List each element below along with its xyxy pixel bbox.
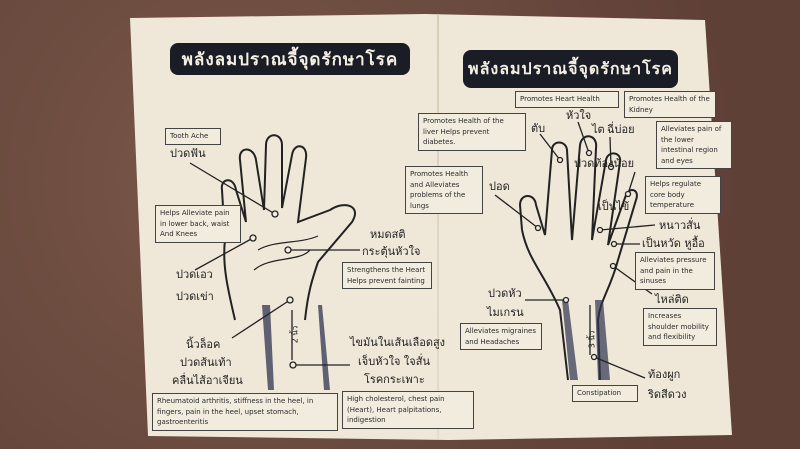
heart-strength-box: Strengthens the Heart Helps prevent fain… xyxy=(342,262,432,289)
kidney-box: Promotes Health of the Kidney xyxy=(624,91,716,118)
liver-box: Promotes Health of the liver Helps preve… xyxy=(418,113,526,151)
shoulder-box: Increases shoulder mobility and flexibil… xyxy=(643,308,717,346)
back-pain-box: Helps Alleviate pain in lower back, wais… xyxy=(155,205,241,243)
constipation-box: Constipation xyxy=(572,385,638,402)
tooth-ache-box: Tooth Ache xyxy=(165,128,221,145)
fever-thai-1: เป็นไข้ xyxy=(598,200,630,213)
right-measure-label: 3 นิ้ว xyxy=(587,330,597,349)
cholesterol-thai-2: เจ็บหัวใจ ใจสั่น xyxy=(358,355,430,368)
lungs-box: Promotes Health and Alleviates problems … xyxy=(405,166,483,214)
cholesterol-box: High cholesterol, chest pain (Heart), He… xyxy=(342,391,474,429)
temperature-box: Helps regulate core body temperature xyxy=(645,176,721,214)
arthritis-thai-3: คลื่นไส้อาเจียน xyxy=(172,374,243,387)
arthritis-thai-2: ปวดส้นเท้า xyxy=(180,356,232,369)
heart-thai: หัวใจ xyxy=(566,109,592,122)
faint-thai-1: หมดสติ xyxy=(370,228,406,241)
right-hand-back xyxy=(518,135,638,381)
pressure-point-arrows xyxy=(189,121,656,379)
cholesterol-thai-3: โรคกระเพาะ xyxy=(364,373,425,386)
urine-thai: ฉี่บ่อย xyxy=(607,123,635,136)
right-title-banner: พลังลมปราณจี้จุดรักษาโรค xyxy=(463,50,678,88)
lungs-thai: ปอด xyxy=(489,180,510,193)
faint-thai-2: กระตุ้นหัวใจ xyxy=(362,245,421,258)
intestine-box: Alleviates pain of the lower intestinal … xyxy=(656,121,732,169)
left-forearm xyxy=(262,305,330,390)
leaflet-fold xyxy=(437,14,439,439)
left-measure-label: 2 นิ้ว xyxy=(290,325,300,344)
constipation-thai-1: ท้องผูก xyxy=(648,368,681,381)
tooth-ache-thai: ปวดฟัน xyxy=(170,147,206,160)
kidney-thai: ไต xyxy=(592,123,605,136)
back-pain-thai-2: ปวดเข่า xyxy=(176,290,214,303)
arthritis-box: Rheumatoid arthritis, stiffness in the h… xyxy=(152,393,338,431)
abdomen-thai: ปวดท้องน้อย xyxy=(574,157,635,170)
right-forearm xyxy=(562,300,610,380)
sinus-box: Alleviates pressure and pain in the sinu… xyxy=(635,252,715,290)
cold-thai: เป็นหวัด หูอื้อ xyxy=(642,237,705,250)
back-pain-thai-1: ปวดเอว xyxy=(176,268,213,281)
headache-thai-1: ปวดหัว xyxy=(488,287,522,300)
arthritis-thai-1: นิ้วล็อค xyxy=(186,338,221,351)
left-title-banner: พลังลมปราณจี้จุดรักษาโรค xyxy=(170,43,410,75)
fever-thai-2: หนาวสั่น xyxy=(659,219,701,232)
heart-health-box: Promotes Heart Health xyxy=(515,91,619,108)
liver-thai: ตับ xyxy=(531,122,546,135)
cholesterol-thai-1: ไขมันในเส้นเลือดสูง xyxy=(350,336,446,349)
left-hand-palm xyxy=(220,134,356,321)
shoulder-thai: ไหล่ติด xyxy=(655,293,689,306)
headache-thai-2: ไมเกรน xyxy=(487,306,524,319)
constipation-thai-2: ริดสีดวง xyxy=(648,388,687,401)
migraine-box: Alleviates migraines and Headaches xyxy=(460,323,542,350)
